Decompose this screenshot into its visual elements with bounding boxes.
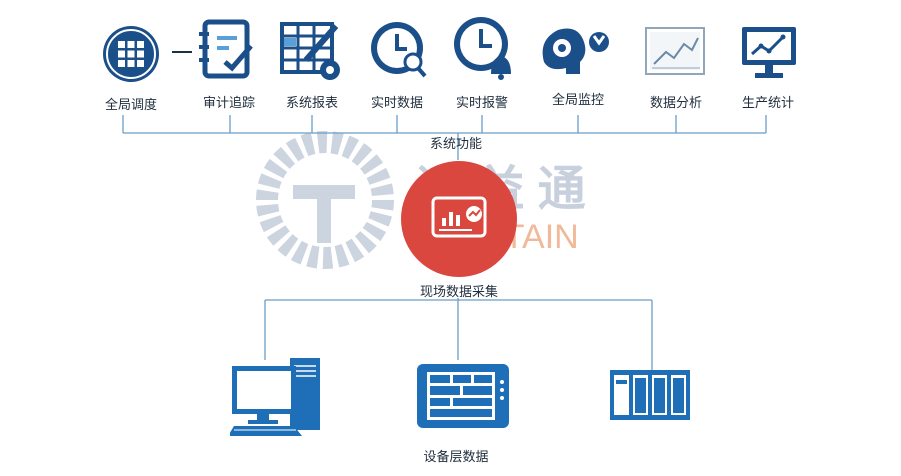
notebook-check-icon <box>199 19 253 79</box>
watermark-logo-icon <box>256 131 394 269</box>
function-label-global-dispatch: 全局调度 <box>104 98 158 113</box>
function-label-data-analysis: 数据分析 <box>649 96 703 111</box>
function-label-realtime-alarm: 实时报警 <box>455 96 509 111</box>
desktop-computer-icon <box>230 358 320 436</box>
monitor-head-icon <box>542 28 609 74</box>
function-label-system-report: 系统报表 <box>285 96 339 111</box>
function-label-realtime-data: 实时数据 <box>370 96 424 111</box>
function-label-audit-trail: 审计追踪 <box>202 96 256 111</box>
line-chart-icon <box>645 27 705 75</box>
grid-icon <box>103 26 159 82</box>
monitor-chart-icon <box>742 27 796 78</box>
clock-bell-icon <box>454 17 511 80</box>
data-collection-hub <box>401 161 517 277</box>
tablet-panel-icon <box>417 364 509 428</box>
function-label-production-stats: 生产统计 <box>741 96 795 111</box>
device-layer-data-label: 设备层数据 <box>423 450 489 465</box>
field-data-collection-label: 现场数据采集 <box>419 285 499 300</box>
report-gear-icon <box>280 22 340 80</box>
dashboard-icon <box>431 196 487 238</box>
clock-search-icon <box>371 22 427 78</box>
system-functions-label: 系统功能 <box>429 137 483 152</box>
function-label-global-monitoring: 全局监控 <box>551 93 605 108</box>
plc-module-icon <box>610 370 690 420</box>
